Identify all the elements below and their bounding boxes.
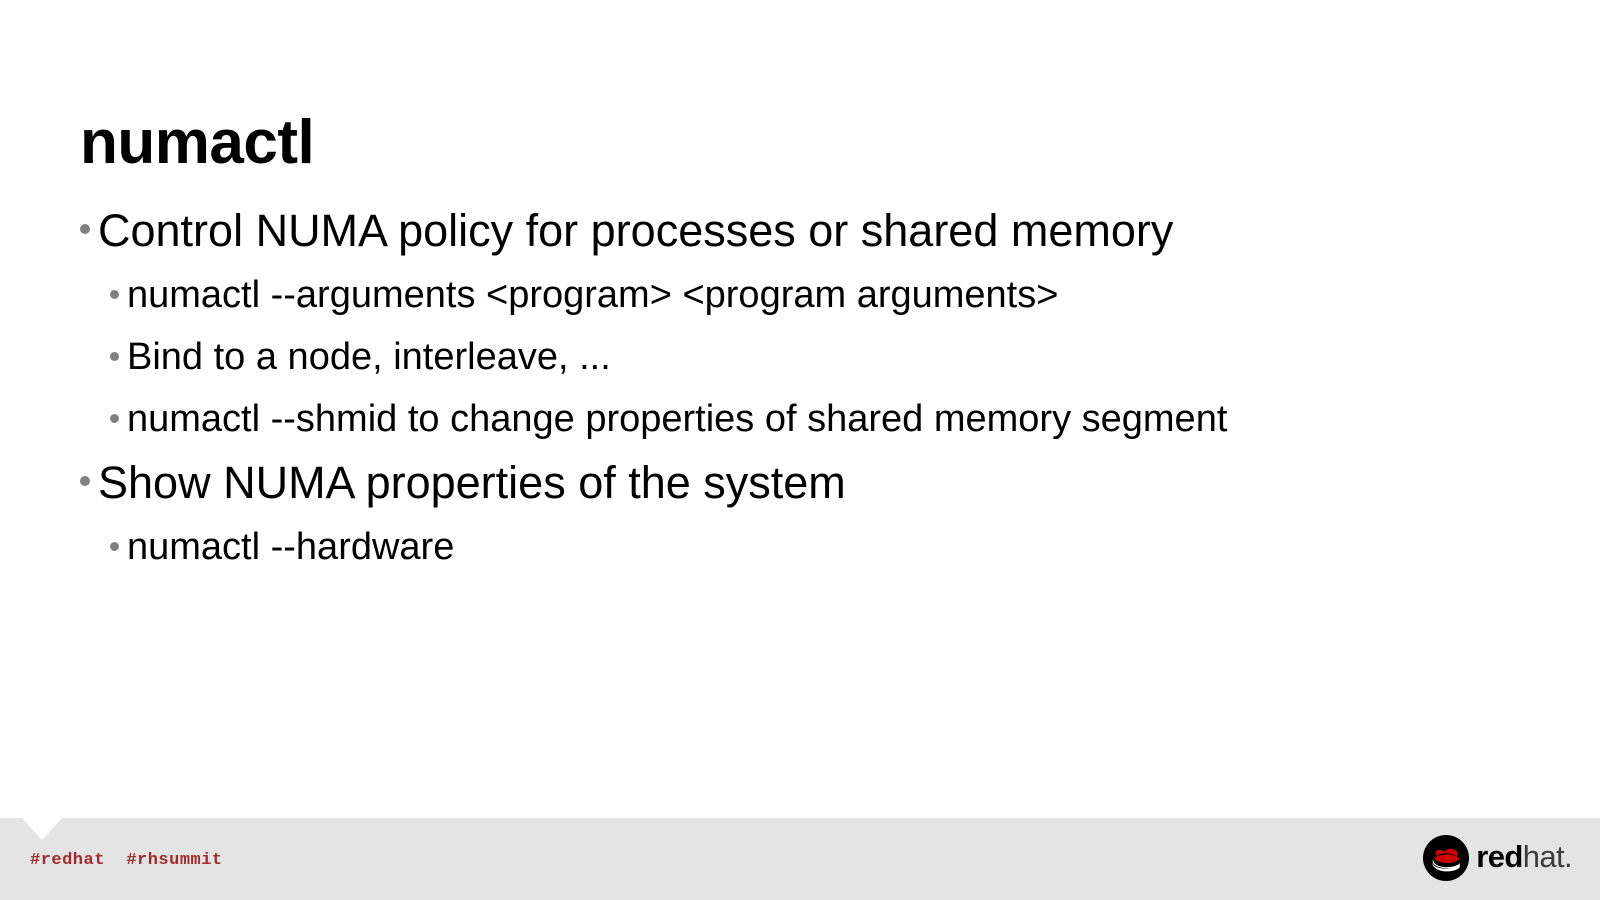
wordmark-red: red	[1476, 839, 1523, 874]
list-item-label: numactl --arguments <program> <program a…	[127, 274, 1059, 316]
redhat-wordmark: redhat.	[1476, 841, 1572, 875]
bullet-dot-icon	[80, 476, 90, 486]
slide-footer: #redhat #rhsummit redhat.	[0, 818, 1600, 900]
list-item-label: Bind to a node, interleave, ...	[127, 336, 611, 378]
wordmark-hat: hat.	[1522, 839, 1573, 874]
footer-hashtags: #redhat #rhsummit	[30, 851, 223, 870]
redhat-shadowman-icon	[1423, 835, 1470, 881]
page-title: numactl	[80, 107, 315, 177]
slide-body-bullet-list: Control NUMA policy for processes or sha…	[80, 198, 1540, 578]
footer-notch-triangle-icon	[22, 818, 62, 840]
redhat-logo: redhat.	[1423, 832, 1573, 884]
list-item: Control NUMA policy for processes or sha…	[80, 198, 1540, 264]
bullet-dot-icon	[80, 224, 90, 234]
list-item-label: numactl --shmid to change properties of …	[127, 398, 1228, 440]
list-item-label: Show NUMA properties of the system	[98, 457, 846, 508]
list-item: numactl --arguments <program> <program a…	[110, 264, 1540, 326]
bullet-dot-icon	[110, 414, 119, 423]
list-item: numactl --hardware	[110, 516, 1540, 578]
list-item-label: Control NUMA policy for processes or sha…	[98, 205, 1174, 256]
bullet-dot-icon	[110, 542, 119, 551]
list-item: Show NUMA properties of the system	[80, 450, 1540, 516]
bullet-dot-icon	[110, 352, 119, 361]
list-item-label: numactl --hardware	[127, 526, 455, 568]
bullet-dot-icon	[110, 290, 119, 299]
list-item: Bind to a node, interleave, ...	[110, 326, 1540, 388]
list-item: numactl --shmid to change properties of …	[110, 388, 1540, 450]
